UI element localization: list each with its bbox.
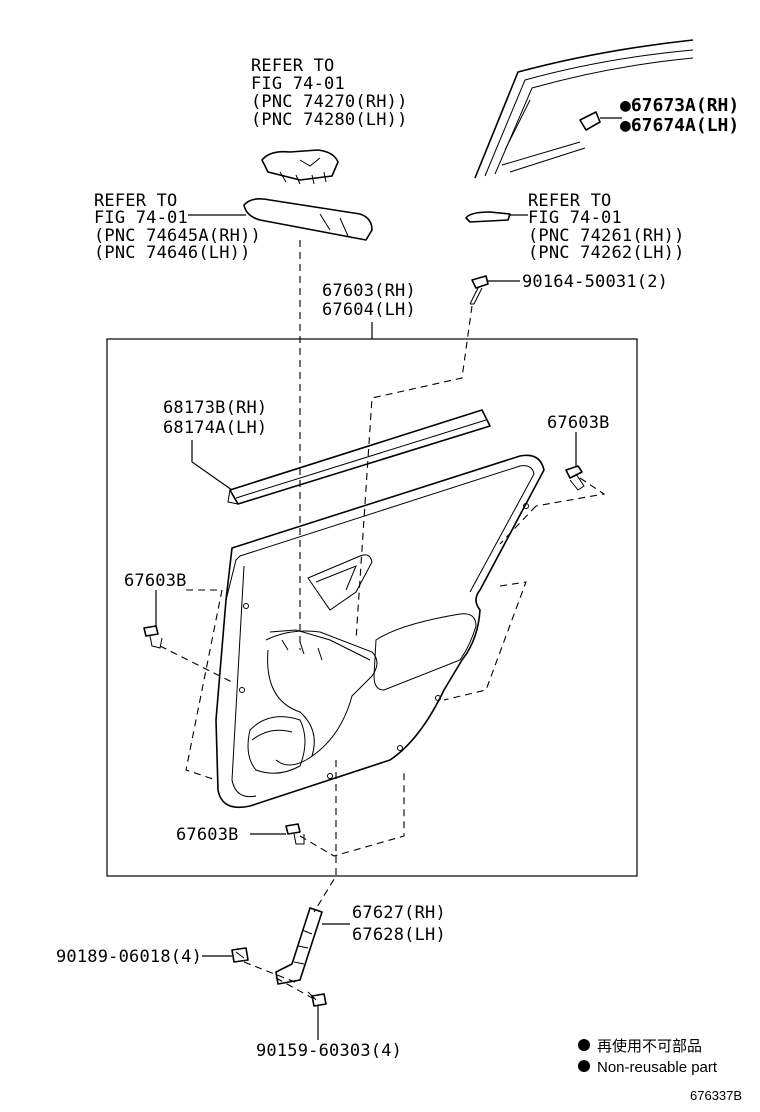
clip-67603b-bottom-label: 67603B xyxy=(176,825,239,845)
clip-67603b-left-part xyxy=(143,625,163,649)
clip-67673a-label-lh: ●67674A(LH) xyxy=(620,115,739,136)
ref-right-line3: (PNC 74261(RH)) xyxy=(528,226,685,246)
armrest-pad xyxy=(243,198,373,241)
door-glass-frame xyxy=(474,39,694,179)
weatherstrip-label-rh: 68173B(RH) xyxy=(163,398,267,418)
screw-90164-label: 90164-50031(2) xyxy=(522,272,668,292)
ref-armrest-line4: (PNC 74646(LH)) xyxy=(94,243,251,263)
panel-label-lh: 67604(LH) xyxy=(322,300,416,320)
weatherstrip-label-lh: 68174A(LH) xyxy=(163,418,267,438)
weatherstrip-leader xyxy=(191,440,233,491)
screw-90159-label: 90159-60303(4) xyxy=(256,1041,402,1061)
ref-armrest-line1: REFER TO xyxy=(94,191,177,211)
clip-67603b-bottom-part xyxy=(285,823,305,845)
screw-90159-part xyxy=(307,991,327,1007)
bracket-label-lh: 67628(LH) xyxy=(352,925,446,945)
legend-jp: 再使用不可部品 xyxy=(597,1038,702,1055)
inside-handle-bezel xyxy=(261,149,339,185)
clip-67603b-left-label: 67603B xyxy=(124,571,187,591)
ref-upper-line4: (PNC 74280(LH)) xyxy=(251,110,408,130)
ref-armrest-line2: FIG 74-01 xyxy=(94,208,188,228)
door-trim-panel xyxy=(215,454,545,809)
ref-upper-line3: (PNC 74270(RH)) xyxy=(251,92,408,112)
legend-en: Non-reusable part xyxy=(597,1059,718,1076)
figure-code: 676337B xyxy=(690,1088,742,1103)
ref-right-line2: FIG 74-01 xyxy=(528,208,622,228)
bracket-label-rh: 67627(RH) xyxy=(352,903,446,923)
ref-upper-line1: REFER TO xyxy=(251,56,334,76)
screw-90164-part xyxy=(469,275,489,305)
ref-right-line1: REFER TO xyxy=(528,191,611,211)
ref-upper-line2: FIG 74-01 xyxy=(251,74,345,94)
clip-67673a-label-rh: ●67673A(RH) xyxy=(620,95,739,116)
panel-label-rh: 67603(RH) xyxy=(322,281,416,301)
weatherstrip-part xyxy=(227,409,491,505)
ref-armrest-line3: (PNC 74645A(RH)) xyxy=(94,226,261,246)
clip-67603b-right-label: 67603B xyxy=(547,413,610,433)
nut-90189-part xyxy=(231,947,249,963)
bracket-part xyxy=(275,907,323,985)
nut-90189-label: 90189-06018(4) xyxy=(56,947,202,967)
small-trim-piece xyxy=(465,211,511,223)
legend-bullet-jp xyxy=(578,1039,590,1051)
install-dashed-lines xyxy=(159,240,606,1001)
clip-67603b-right-part xyxy=(565,465,585,491)
ref-right-line4: (PNC 74262(LH)) xyxy=(528,243,685,263)
legend-bullet-en xyxy=(578,1060,590,1072)
clip-67673a-part xyxy=(579,111,601,131)
